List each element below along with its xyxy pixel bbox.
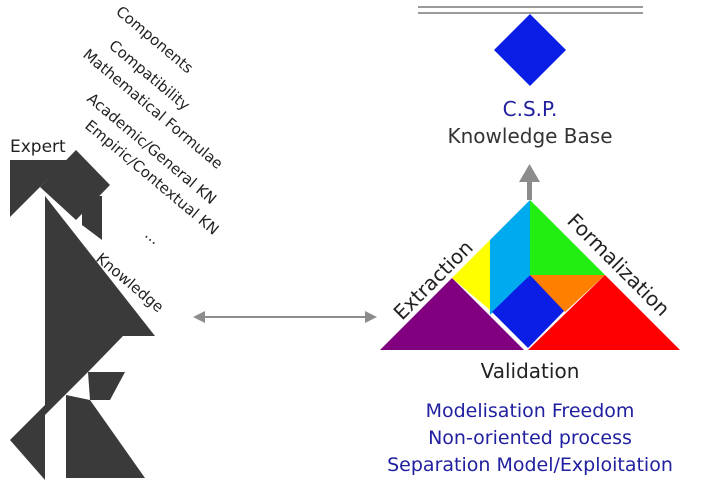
kb-upward-arrow: [519, 164, 540, 200]
figure-hip: [45, 336, 123, 372]
kb-arrow-head: [519, 164, 540, 182]
expert-tangram-figure: [10, 150, 155, 480]
tangram-yellow-piece: [452, 240, 490, 310]
figure-front-leg: [88, 372, 125, 400]
arrow-head-right: [365, 311, 377, 323]
figure-arm: [82, 196, 102, 240]
validation-label: Validation: [481, 359, 580, 383]
figure-front-foot: [66, 395, 145, 478]
kb-shelf: [418, 6, 643, 14]
tangram-blue-piece: [492, 275, 565, 348]
knowledge-type-ellipsis: ...: [141, 225, 164, 248]
tangram-cyan-piece: [490, 200, 530, 315]
figure-torso: [45, 196, 155, 336]
process-tangram-triangle: [380, 200, 680, 350]
benefit-item: Separation Model/Exploitation: [387, 454, 673, 476]
expert-label: Expert: [10, 137, 66, 157]
benefits-list: Modelisation Freedom Non-oriented proces…: [387, 400, 673, 476]
tangram-orange-piece: [530, 275, 605, 312]
tangram-green-piece: [530, 200, 605, 275]
kb-diamond-icon: [494, 14, 566, 86]
kb-label: Knowledge Base: [448, 124, 613, 148]
figure-back-leg: [45, 372, 88, 415]
arrow-head-left: [193, 311, 205, 323]
knowledge-transfer-arrow: [193, 311, 377, 323]
kb-acronym: C.S.P.: [503, 97, 558, 121]
benefit-item: Modelisation Freedom: [426, 400, 635, 422]
figure-back-foot: [10, 405, 45, 480]
benefit-item: Non-oriented process: [428, 427, 632, 449]
tangram-purple-piece: [380, 278, 524, 350]
tangram-red-piece: [528, 275, 680, 350]
